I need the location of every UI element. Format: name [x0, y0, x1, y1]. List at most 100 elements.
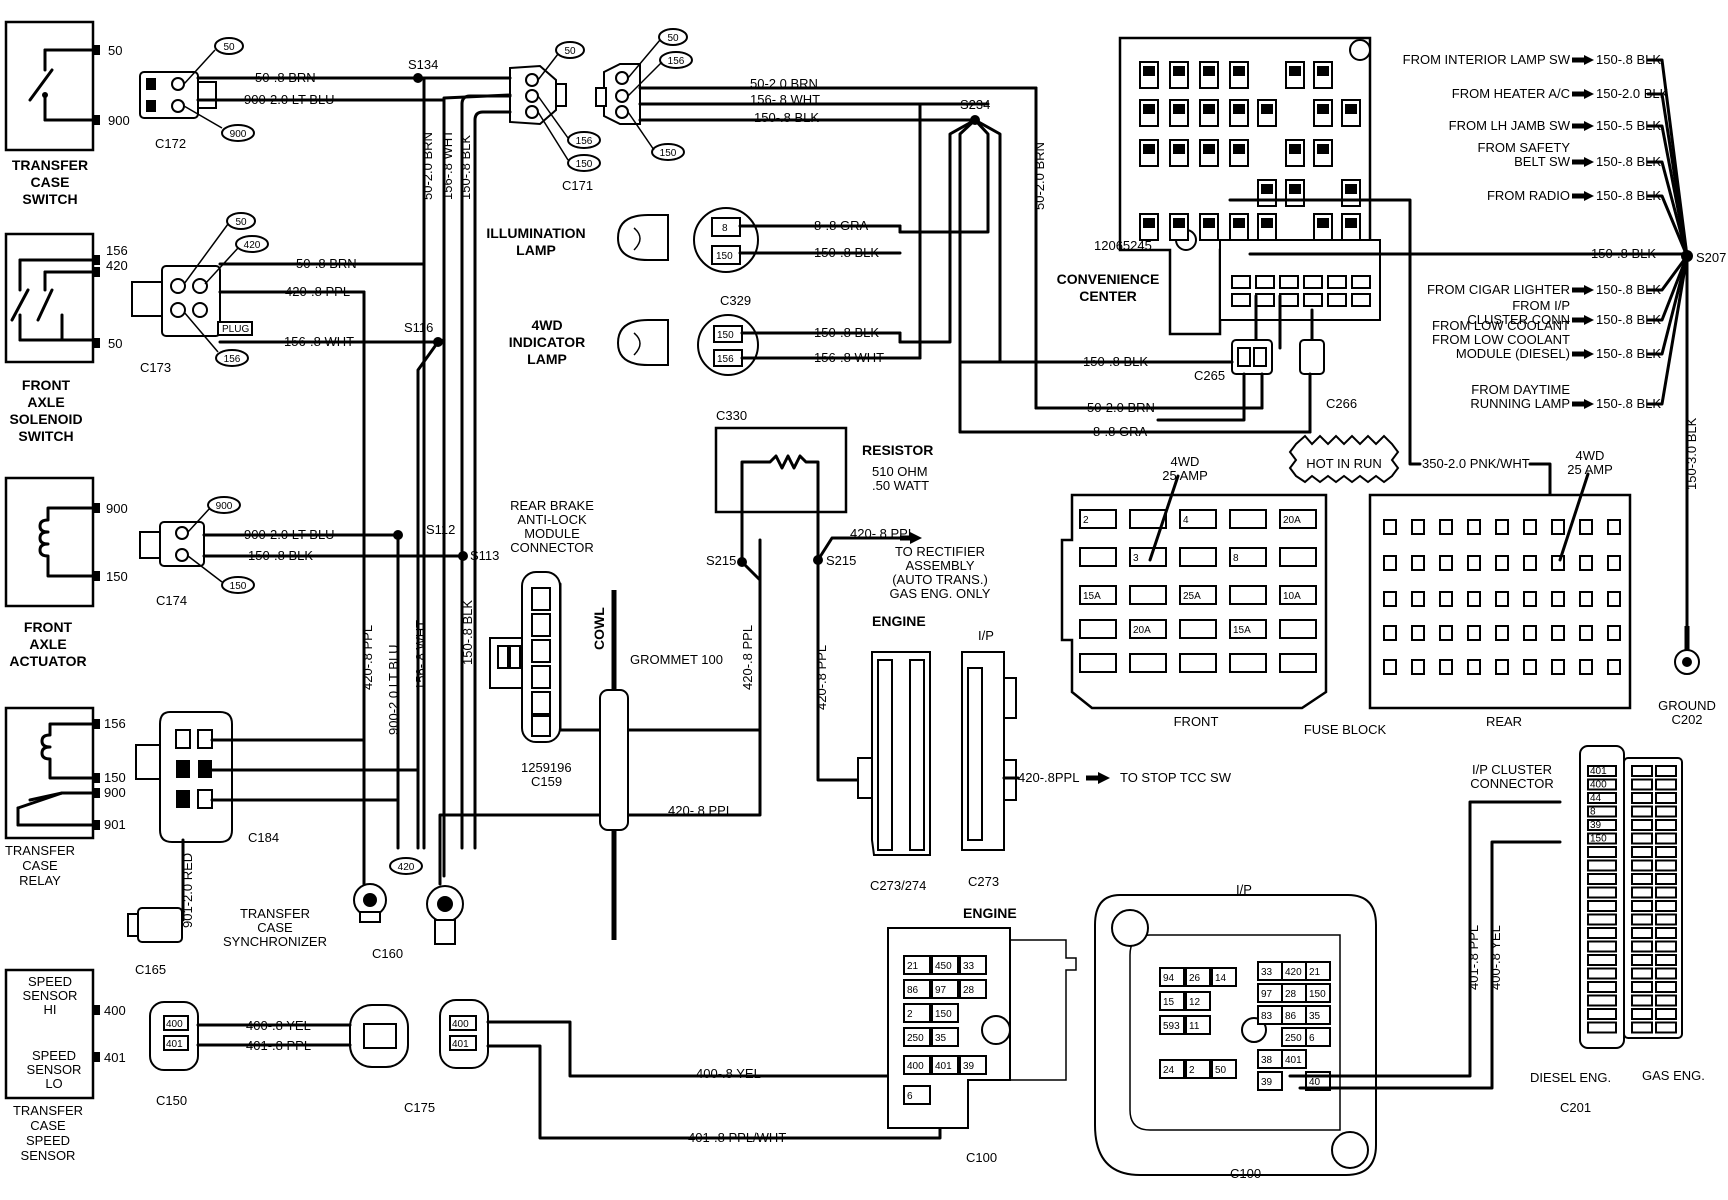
svg-text:21: 21	[907, 961, 919, 972]
c159-part-label: 1259196	[521, 760, 572, 775]
svg-text:97: 97	[1261, 989, 1273, 1000]
c273-274-label: C273/274	[870, 878, 926, 893]
act-pin-900: 900	[106, 501, 128, 516]
connector-c265: C265	[1194, 339, 1273, 383]
resistor-watt: .50 WATT	[872, 478, 929, 493]
svg-text:150: 150	[660, 148, 677, 159]
wire-156-wht-c: 156-.8 WHT	[814, 350, 884, 365]
svg-text:PLUG: PLUG	[222, 324, 249, 335]
wire-150-blk-s207: 150-.8 BLK	[1591, 246, 1656, 261]
svg-text:450: 450	[935, 961, 952, 972]
wire-150-blk-b: 150-.8 BLK	[248, 548, 313, 563]
c175-label: C175	[404, 1100, 435, 1115]
wire-8-gra-e: 8-.8 GRA	[1093, 424, 1148, 439]
wire-401-ppl-wht: 401-.8 PPL/WHT	[688, 1130, 786, 1145]
svg-text:150: 150	[717, 330, 734, 341]
hot-in-run: HOT IN RUN	[1288, 434, 1400, 484]
svg-text:38: 38	[1261, 1055, 1273, 1066]
svg-text:86: 86	[907, 985, 919, 996]
ground-label: GROUND	[1658, 698, 1716, 713]
diesel-eng-label: DIESEL ENG.	[1530, 1070, 1611, 1085]
wire-900-ltblu-b: 900-2.0 LT BLU	[244, 527, 335, 542]
svg-text:FROM INTERIOR LAMP SW: FROM INTERIOR LAMP SW	[1403, 52, 1571, 67]
svg-text:900: 900	[230, 129, 247, 140]
wire-156-wht-b: 156-.8 WHT	[284, 334, 354, 349]
wire-150-blk: 150-.8 BLK	[754, 110, 819, 125]
wire-v901-red: 901-2.0 RED	[180, 853, 195, 928]
svg-text:4: 4	[1183, 515, 1189, 526]
connector-c273: C273	[961, 651, 1017, 889]
wire-v150-3-blk: 150-3.0 BLK	[1684, 417, 1699, 490]
svg-text:50: 50	[667, 33, 679, 44]
rear-label: REAR	[1486, 714, 1522, 729]
svg-text:11: 11	[1189, 1021, 1200, 1032]
rel-pin-150: 150	[104, 770, 126, 785]
svg-text:2: 2	[1189, 1065, 1195, 1076]
connector-c174: 900 150 C174	[139, 496, 255, 608]
svg-text:21: 21	[1309, 967, 1321, 978]
svg-text:156: 156	[717, 354, 734, 365]
svg-text:39: 39	[1261, 1077, 1273, 1088]
wire-156-wht: 156-.8 WHT	[750, 92, 820, 107]
svg-text:150: 150	[230, 581, 247, 592]
svg-text:150: 150	[1590, 834, 1607, 845]
svg-text:35: 35	[1309, 1011, 1321, 1022]
wire-v401-ppl: 401-.8 PPL	[1466, 925, 1481, 990]
c171-label: C171	[562, 178, 593, 193]
c266-label: C266	[1326, 396, 1357, 411]
svg-text:14: 14	[1215, 973, 1227, 984]
rel-pin-900: 900	[104, 785, 126, 800]
svg-text:97: 97	[935, 985, 947, 996]
c150-label: C150	[156, 1093, 187, 1108]
svg-text:2: 2	[907, 1009, 913, 1020]
wire-v150-blk-b: 150-.8 BLK	[460, 600, 475, 665]
splice-s207: S207	[1696, 250, 1726, 265]
svg-text:150-.8 BLK: 150-.8 BLK	[1596, 188, 1661, 203]
svg-text:401: 401	[1590, 766, 1607, 777]
svg-text:2: 2	[1083, 515, 1089, 526]
wire-8-gra: 8-.8 GRA	[814, 218, 869, 233]
grommet-label: GROMMET 100	[630, 652, 723, 667]
svg-text:3: 3	[1133, 553, 1139, 564]
splice-s215b: S215	[826, 553, 856, 568]
part-12065245: 12065245	[1094, 238, 1152, 253]
svg-text:50: 50	[564, 46, 576, 57]
svg-text:8: 8	[722, 223, 728, 234]
engine-label-2: ENGINE	[963, 905, 1017, 921]
wire-v420-ppl-c: 420-.8 PPL	[814, 645, 829, 710]
svg-text:250: 250	[907, 1033, 924, 1044]
svg-text:150-.8 BLK: 150-.8 BLK	[1596, 312, 1661, 327]
cowl-label: COWL	[591, 607, 607, 650]
svg-text:150: 150	[935, 1009, 952, 1020]
wire-v420-ppl: 420-.8 PPL	[360, 625, 375, 690]
svg-text:12: 12	[1189, 997, 1201, 1008]
svg-text:28: 28	[963, 985, 975, 996]
svg-text:156: 156	[576, 136, 593, 147]
resistor-c330: C330 RESISTOR 510 OHM .50 WATT	[714, 408, 933, 514]
svg-text:40: 40	[1309, 1077, 1321, 1088]
wire-420-ppl-r: 420-.8 PPL	[850, 526, 915, 541]
engine-label-1: ENGINE	[872, 613, 926, 629]
c172-label: C172	[155, 136, 186, 151]
svg-text:250: 250	[1285, 1033, 1302, 1044]
connector-c173: 50 420 PLUG 156 C173	[131, 212, 269, 375]
ground-c202: GROUND C202	[1658, 626, 1716, 727]
